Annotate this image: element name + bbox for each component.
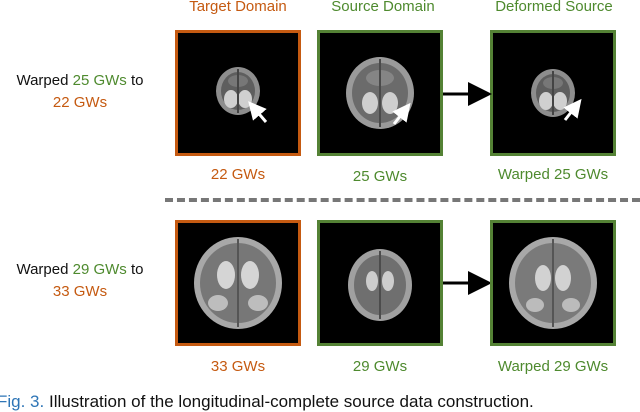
- row2-target-image: [175, 220, 301, 346]
- header-source-domain: Source Domain: [331, 0, 435, 15]
- row2-label: Warped 29 GWs to 33 GWs: [0, 259, 160, 303]
- figure-number: Fig. 3.: [0, 392, 45, 411]
- header-deformed-source: Deformed Source: [495, 0, 613, 15]
- row1-target-image: [175, 30, 301, 156]
- header-target-domain: Target Domain: [189, 0, 287, 15]
- row-divider: [165, 198, 640, 202]
- row2-label-target: 33 GWs: [52, 283, 108, 300]
- figure-caption: Fig. 3. Illustration of the longitudinal…: [0, 392, 534, 412]
- row2-label-prefix: Warped: [16, 261, 73, 278]
- row2-source-image: [317, 220, 443, 346]
- row1-label-prefix: Warped: [16, 72, 73, 89]
- row1-label-target: 22 GWs: [52, 94, 108, 111]
- figure-caption-text: Illustration of the longitudinal-complet…: [44, 392, 534, 411]
- row2-deformed-caption: Warped 29 GWs: [497, 358, 609, 375]
- row2-target-caption: 33 GWs: [210, 358, 266, 375]
- row2-label-source: 29 GWs: [72, 261, 127, 278]
- row1-target-caption: 22 GWs: [210, 166, 266, 183]
- row2-source-caption: 29 GWs: [352, 358, 408, 375]
- row1-label-source: 25 GWs: [72, 72, 127, 89]
- row1-deformed-caption: Warped 25 GWs: [497, 166, 609, 183]
- row1-source-caption: 25 GWs: [352, 168, 408, 185]
- row1-deformed-image: [490, 30, 616, 156]
- row1-label: Warped 25 GWs to 22 GWs: [0, 70, 160, 114]
- row1-label-to: to: [126, 72, 144, 89]
- row2-label-to: to: [126, 261, 144, 278]
- row1-source-image: [317, 30, 443, 156]
- row2-deformed-image: [490, 220, 616, 346]
